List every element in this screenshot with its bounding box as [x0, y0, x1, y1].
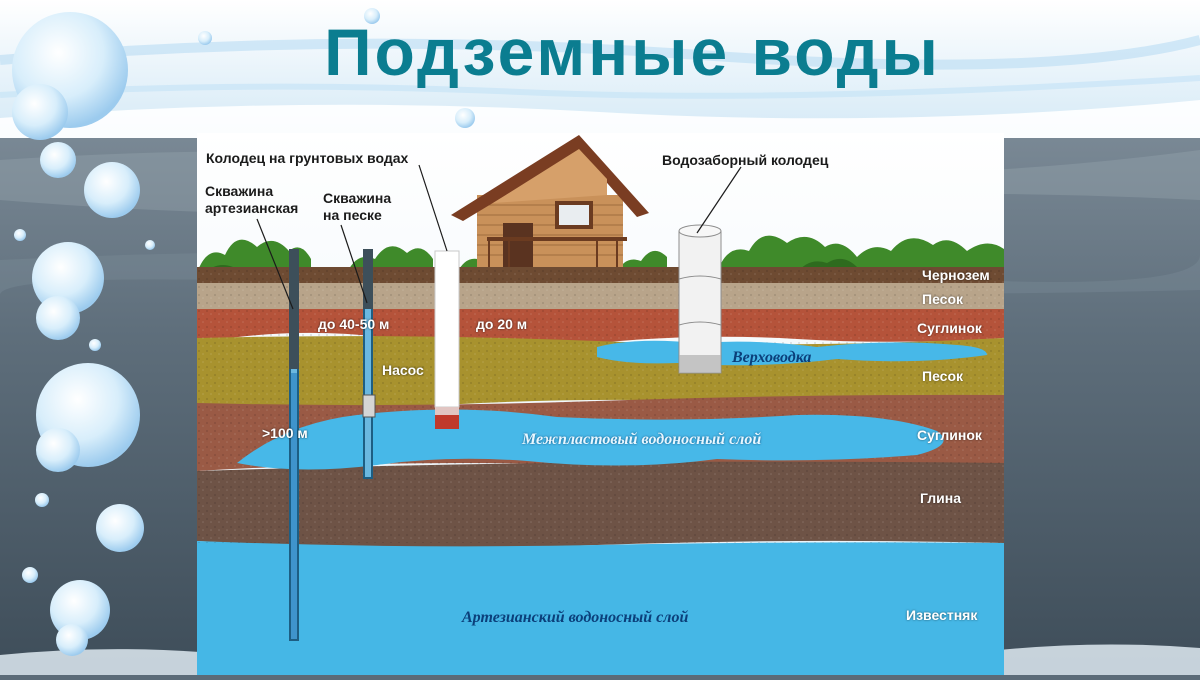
slide-title: Подземные воды — [324, 15, 941, 89]
layer-label-loam-upper: Суглинок — [917, 320, 982, 336]
label-sand-well-line2: на песке — [323, 207, 382, 223]
layer-label-loam-lower: Суглинок — [917, 427, 982, 443]
label-sand-well-line1: Скважина — [323, 190, 392, 206]
layer-label-sand-lower: Песок — [922, 368, 964, 384]
bubble-icon — [12, 8, 475, 656]
layer-label-chernozem: Чернозем — [922, 267, 990, 283]
label-artesian-line1: Скважина — [205, 183, 274, 199]
label-interstratal-aquifer: Межпластовый водоносный слой — [522, 431, 762, 448]
label-pump: Насос — [382, 362, 424, 378]
label-depth-artesian: >100 м — [262, 425, 308, 441]
groundwater-diagram — [197, 133, 1004, 680]
layer-label-clay: Глина — [920, 490, 961, 506]
label-artesian-aquifer: Артезианский водоносный слой — [462, 609, 689, 626]
label-depth-ground: до 20 м — [476, 316, 528, 332]
trees-icon — [197, 235, 1004, 273]
layer-label-limestone: Известняк — [906, 607, 978, 623]
label-well-ground: Колодец на грунтовых водах — [206, 150, 409, 166]
label-intake-well: Водозаборный колодец — [662, 152, 829, 168]
house-icon — [451, 135, 649, 269]
label-artesian-line2: артезианская — [205, 200, 299, 216]
label-depth-sand: до 40-50 м — [318, 316, 390, 332]
layer-label-sand-upper: Песок — [922, 291, 964, 307]
label-perched-water: Верховодка — [732, 349, 812, 366]
